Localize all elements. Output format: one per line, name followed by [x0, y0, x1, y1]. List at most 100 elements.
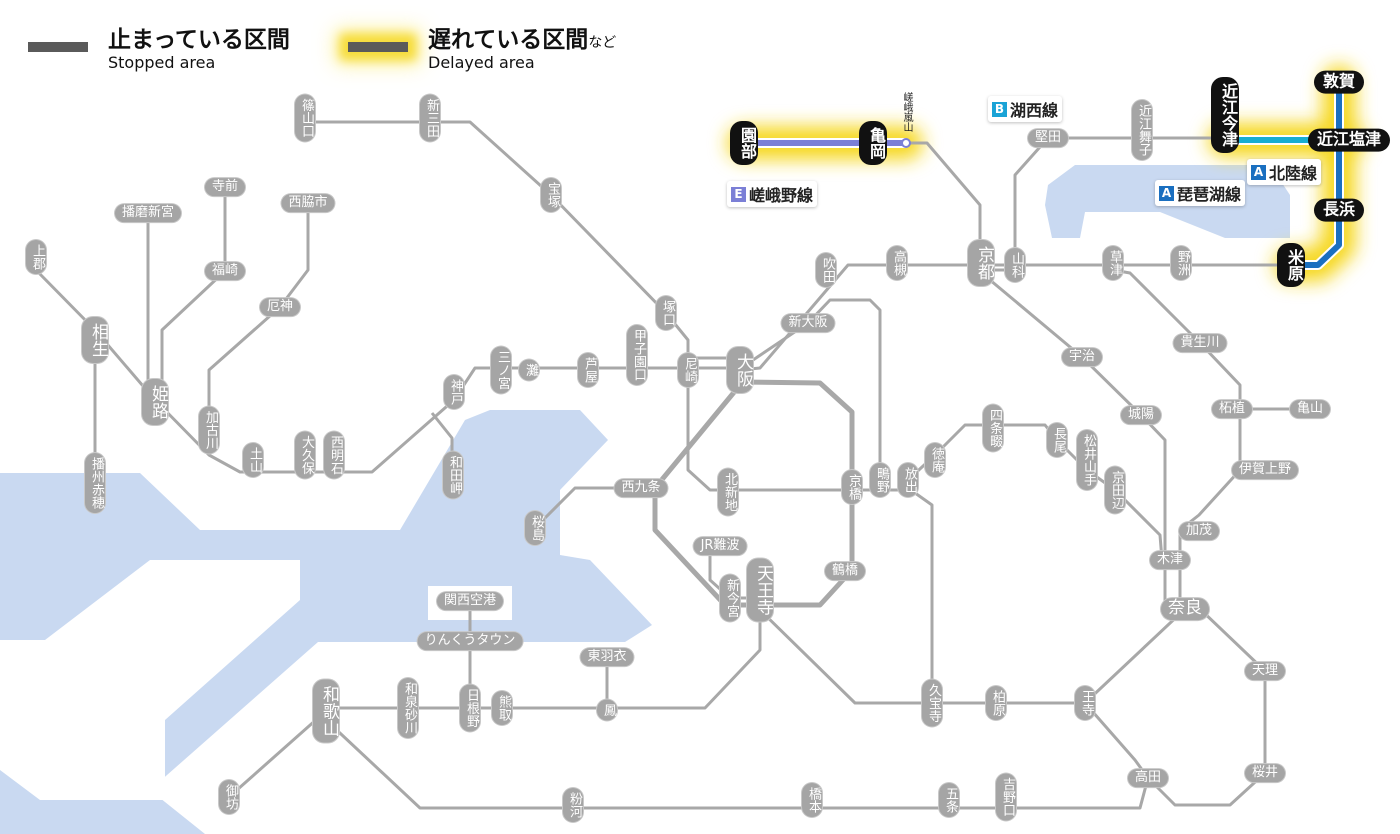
station[interactable]: 宇治: [1061, 348, 1103, 366]
station[interactable]: 福崎: [204, 262, 246, 280]
station[interactable]: 久宝寺: [922, 679, 942, 727]
station[interactable]: 放出: [898, 463, 918, 497]
delayed-label-suffix: など: [588, 35, 617, 51]
station[interactable]: 五条: [939, 783, 959, 817]
station[interactable]: 塚口: [656, 296, 676, 330]
station[interactable]: 播磨新宮: [114, 204, 182, 222]
station[interactable]: 日根野: [460, 684, 480, 732]
station[interactable]: 近江舞子: [1132, 100, 1152, 160]
delayed-station[interactable]: 近江今津: [1211, 77, 1239, 153]
delayed-station[interactable]: 長浜: [1313, 198, 1365, 222]
station[interactable]: 吹田: [816, 253, 836, 287]
station[interactable]: 桜島: [525, 511, 545, 545]
station[interactable]: 山科: [1005, 248, 1025, 282]
track-line: [228, 709, 327, 799]
station[interactable]: 木津: [1149, 551, 1191, 569]
station[interactable]: 播州赤穂: [85, 453, 105, 513]
delayed-label-ja: 遅れている区間など: [428, 27, 617, 53]
station[interactable]: 大久保: [295, 431, 315, 479]
track-line: [907, 486, 934, 703]
line-name: 湖西線: [1010, 101, 1059, 120]
station[interactable]: 和田岬: [443, 451, 463, 499]
station[interactable]: 四条畷: [983, 404, 1003, 452]
delayed-station[interactable]: 近江塩津: [1307, 128, 1391, 152]
station[interactable]: 高田: [1127, 769, 1169, 787]
station[interactable]: 加茂: [1178, 522, 1220, 540]
station[interactable]: りんくうタウン: [417, 632, 523, 650]
station[interactable]: 東羽衣: [580, 648, 634, 666]
station[interactable]: 加古川: [199, 406, 219, 454]
station[interactable]: 粉河: [563, 788, 583, 822]
station[interactable]: 厄神: [259, 298, 301, 316]
station[interactable]: JR難波: [693, 537, 747, 555]
station[interactable]: 鶴橋: [824, 562, 866, 580]
station[interactable]: 桜井: [1244, 764, 1286, 782]
station[interactable]: 新今宮: [720, 574, 740, 622]
station[interactable]: 亀山: [1289, 400, 1331, 418]
station[interactable]: 西九条: [614, 479, 668, 497]
station[interactable]: 尼崎: [678, 353, 698, 387]
station[interactable]: 柘植: [1211, 400, 1253, 418]
station[interactable]: 新大阪: [781, 314, 835, 332]
station[interactable]: 鴫野: [870, 463, 890, 497]
station[interactable]: 芦屋: [578, 353, 598, 387]
station[interactable]: 関西空港: [436, 592, 504, 610]
station[interactable]: 天理: [1244, 662, 1286, 680]
station[interactable]: 和泉砂川: [398, 678, 418, 738]
station[interactable]: 篠山口: [295, 94, 315, 142]
station[interactable]: 熊取: [492, 691, 512, 725]
station[interactable]: 土山: [243, 443, 263, 477]
station[interactable]: 灘: [519, 359, 539, 381]
station[interactable]: 長尾: [1047, 423, 1067, 457]
station[interactable]: 草津: [1103, 246, 1123, 280]
station[interactable]: 神戸: [444, 375, 464, 409]
station[interactable]: 鳳: [597, 699, 617, 721]
station[interactable]: 高槻: [887, 246, 907, 280]
station[interactable]: 京田辺: [1105, 466, 1125, 514]
station[interactable]: 三ノ宮: [491, 346, 511, 394]
station[interactable]: 姫路: [142, 379, 168, 425]
station[interactable]: 柏原: [986, 686, 1006, 720]
station[interactable]: 甲子園口: [627, 325, 647, 385]
station[interactable]: 橋本: [802, 783, 822, 817]
station[interactable]: 西脇市: [281, 194, 335, 212]
station[interactable]: 伊賀上野: [1231, 461, 1299, 479]
stopped-label-ja: 止まっている区間: [108, 27, 290, 53]
station[interactable]: 和歌山: [313, 679, 339, 743]
station[interactable]: 京都: [968, 240, 994, 286]
delayed-label-en: Delayed area: [428, 53, 535, 73]
delayed-station[interactable]: 米原: [1277, 243, 1305, 287]
track-line: [326, 610, 762, 710]
station[interactable]: 松井山手: [1077, 430, 1097, 490]
station[interactable]: 奈良: [1161, 598, 1209, 620]
delayed-station[interactable]: 園部: [730, 121, 758, 165]
station[interactable]: 新三田: [420, 94, 440, 142]
station[interactable]: 堅田: [1027, 129, 1069, 147]
station[interactable]: 吉野口: [996, 773, 1016, 821]
track-line: [305, 120, 690, 370]
station[interactable]: 相生: [82, 317, 108, 363]
station[interactable]: 京橋: [842, 470, 862, 504]
delayed-station[interactable]: 亀岡: [859, 121, 887, 165]
line-name: 嵯峨野線: [749, 186, 814, 205]
line-name: 北陸線: [1269, 164, 1318, 183]
delayed-station[interactable]: 敦賀: [1313, 70, 1365, 94]
station[interactable]: 天王寺: [747, 558, 773, 622]
station[interactable]: 上郡: [26, 240, 46, 274]
station[interactable]: 徳庵: [925, 443, 945, 477]
station[interactable]: 宝塚: [541, 178, 561, 212]
station[interactable]: 王寺: [1075, 686, 1095, 720]
station[interactable]: 西明石: [324, 431, 344, 479]
station[interactable]: 寺前: [204, 178, 246, 196]
station[interactable]: 城陽: [1120, 406, 1162, 424]
station[interactable]: 貴生川: [1173, 334, 1227, 352]
station[interactable]: 北新地: [718, 468, 738, 516]
station[interactable]: 大阪: [727, 347, 753, 393]
station[interactable]: 御坊: [219, 780, 239, 814]
station[interactable]: 野洲: [1171, 246, 1191, 280]
